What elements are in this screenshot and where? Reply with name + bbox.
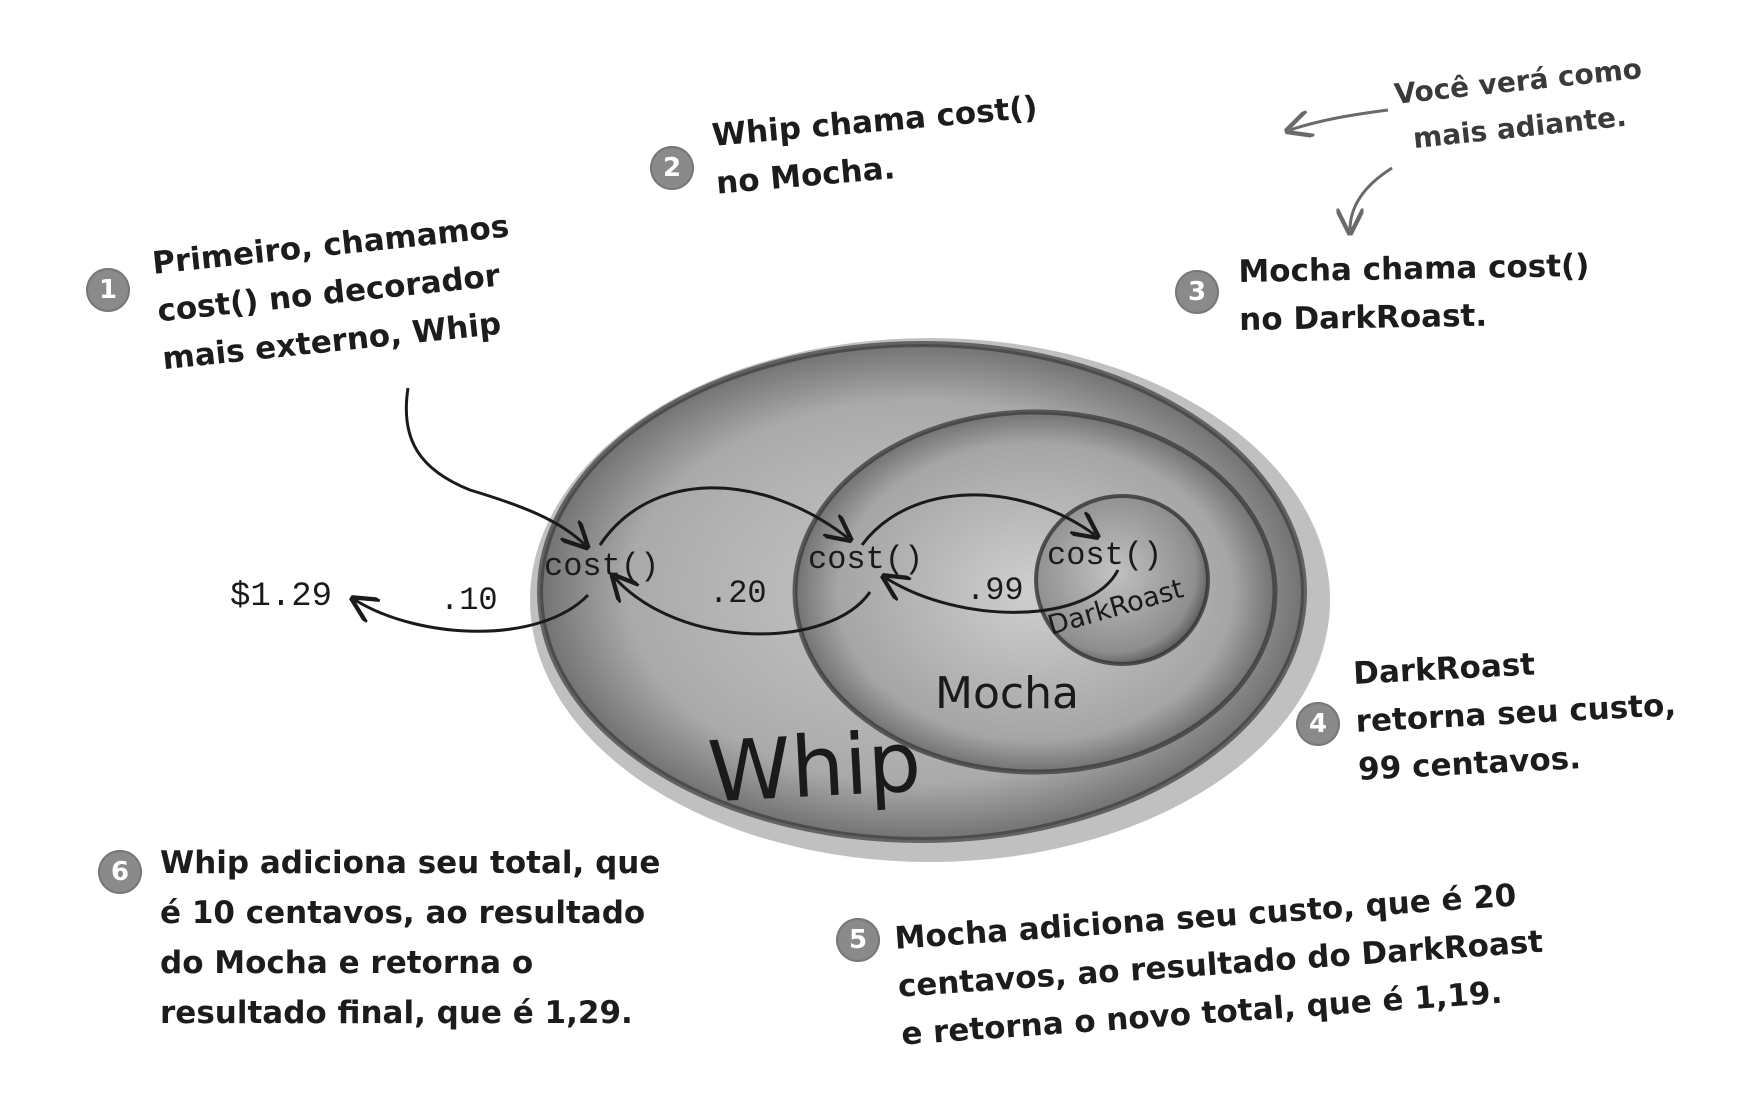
note-line: no DarkRoast.	[1238, 297, 1488, 338]
arrow-whip-returns	[355, 593, 590, 633]
note-line: do Mocha e retorna o	[160, 945, 534, 981]
note-line: resultado final, que é 1,29.	[160, 995, 633, 1031]
mocha-cost-call: cost()	[808, 541, 924, 578]
note-step-4: DarkRoast retorna seu custo, 99 centavos…	[1352, 633, 1680, 794]
arrow-mocha-calls-darkroast	[860, 493, 1095, 546]
step-3-badge: 3	[1175, 270, 1219, 314]
mocha-add-value: .20	[709, 575, 767, 612]
darkroast-cost-value: .99	[966, 572, 1024, 609]
arrow-darkroast-returns	[886, 569, 1120, 614]
arrow-mocha-returns	[615, 578, 872, 636]
total-value: $1.29	[230, 578, 333, 616]
whip-label: Whip	[705, 712, 924, 822]
note-line: Whip adiciona seu total, que	[160, 845, 661, 881]
step-1-badge: 1	[86, 268, 130, 312]
step-6-badge: 6	[98, 850, 142, 894]
step-2-badge: 2	[650, 146, 694, 190]
whip-add-value: .10	[440, 582, 498, 619]
arrow-whip-calls-mocha	[598, 486, 848, 546]
darkroast-cost-call: cost()	[1047, 537, 1163, 574]
step-5-badge: 5	[836, 918, 880, 962]
arrow-note1-to-whip	[404, 387, 585, 545]
side-note-arrow-left	[1290, 108, 1389, 130]
side-note-arrow-down	[1350, 166, 1393, 230]
note-line: é 10 centavos, ao resultado	[160, 895, 646, 931]
whip-cost-call: cost()	[544, 548, 660, 585]
note-line: Mocha chama cost()	[1238, 247, 1590, 290]
mocha-label: Mocha	[935, 668, 1079, 719]
note-step-6: Whip adiciona seu total, que é 10 centav…	[160, 838, 660, 1038]
step-4-badge: 4	[1296, 702, 1340, 746]
note-step-3: Mocha chama cost() no DarkRoast.	[1238, 242, 1591, 344]
